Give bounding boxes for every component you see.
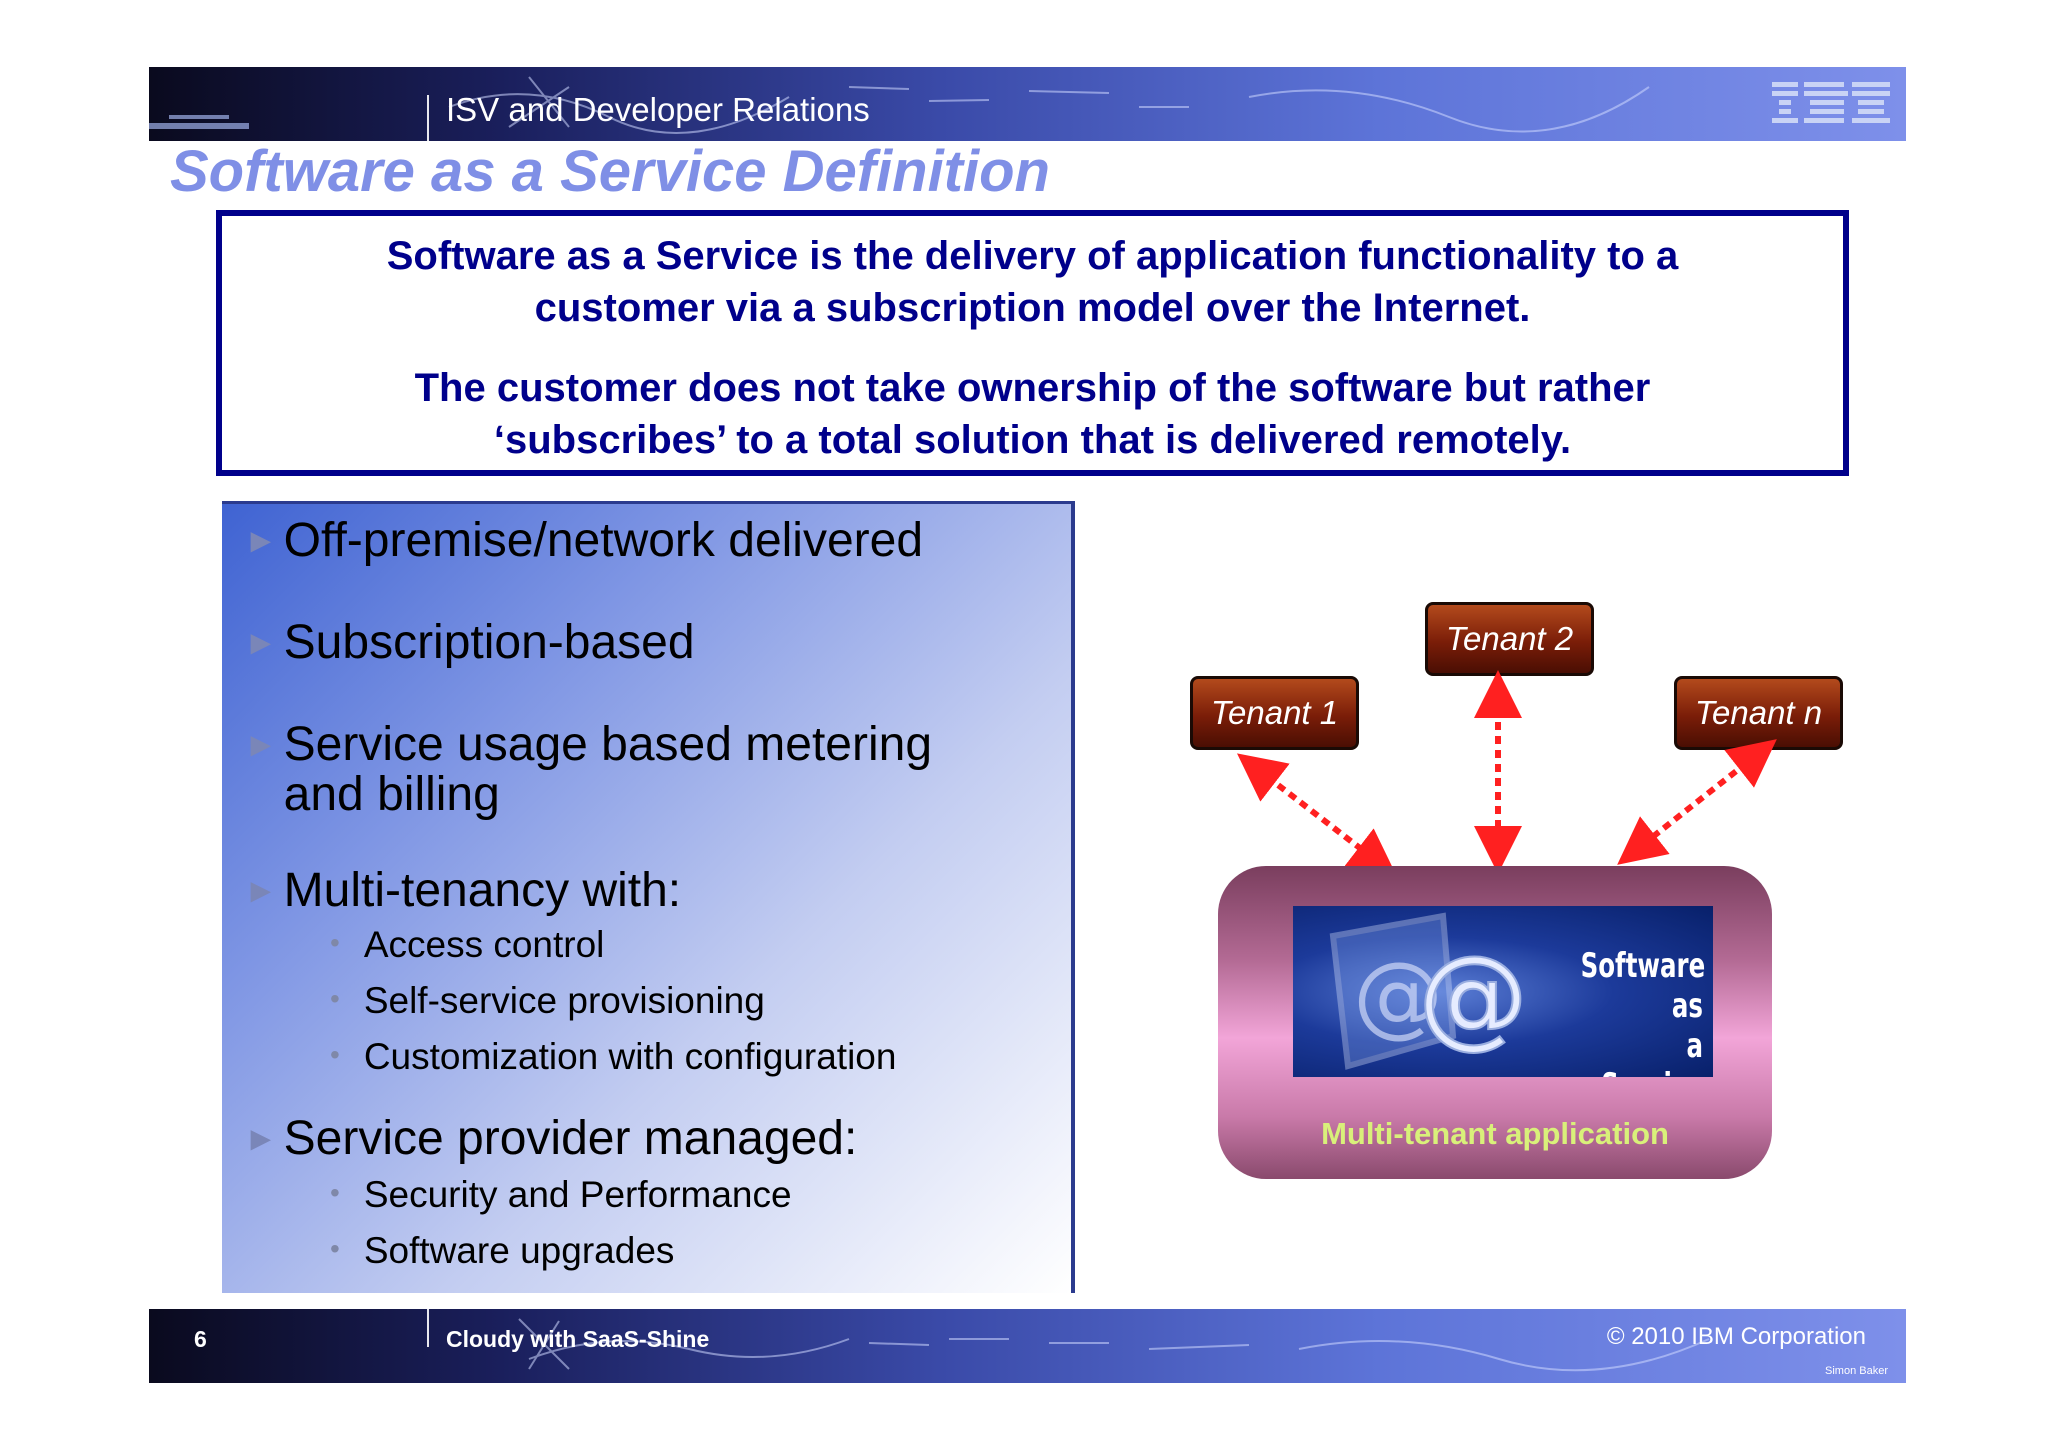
page-number: 6 (194, 1326, 207, 1352)
tenant-n-arrow (1617, 739, 1777, 865)
definition-line-2: customer via a subscription model over t… (534, 286, 1531, 330)
triangle-bullet-icon: ► (244, 726, 278, 764)
bullet-panel: ►Off-premise/network delivered ►Subscrip… (222, 501, 1075, 1293)
dot-bullet-icon: • (330, 927, 340, 958)
sub-bullet-item: •Security and Performance (330, 1174, 792, 1215)
triangle-bullet-icon: ► (244, 624, 278, 662)
bullet-item: ►Off-premise/network delivered (244, 514, 924, 567)
author: Simon Baker (1825, 1365, 1888, 1377)
saas-image-text: Software as a Service (1580, 946, 1706, 1077)
header-band: ISV and Developer Relations (149, 67, 1906, 141)
svg-text:@: @ (1418, 932, 1528, 1060)
bullet-item: ►Service usage based metering and billin… (244, 718, 933, 821)
header-divider (427, 95, 429, 141)
header-decoration (149, 76, 1650, 134)
dot-bullet-icon: • (330, 1233, 340, 1264)
sub-bullet-item: •Self-service provisioning (330, 980, 765, 1021)
definition-line-1: Software as a Service is the delivery of… (386, 234, 1679, 278)
definition-line-4: ‘subscribes’ to a total solution that is… (493, 418, 1572, 462)
footer-title: Cloudy with SaaS-Shine (446, 1326, 710, 1352)
sub-bullet-item: •Software upgrades (330, 1230, 675, 1271)
footer-band: 6 Cloudy with SaaS-Shine © 2010 IBM Corp… (149, 1309, 1906, 1383)
definition-line-3: The customer does not take ownership of … (414, 366, 1651, 410)
dot-bullet-icon: • (330, 1039, 340, 1070)
multi-tenant-application-box: @ @ Software as a Service Multi-tenant a… (1218, 866, 1772, 1179)
bullet-item: ►Service provider managed: (244, 1112, 858, 1165)
footer-decoration (518, 1318, 1710, 1372)
sub-bullet-item: •Access control (330, 924, 605, 965)
triangle-bullet-icon: ► (244, 872, 278, 910)
triangle-bullet-icon: ► (244, 522, 278, 560)
ibm-logo (1772, 82, 1890, 123)
tenant-1-arrow (1236, 753, 1398, 877)
sub-bullet-item: •Customization with configuration (330, 1036, 897, 1077)
at-sign-icon: @ @ (1329, 912, 1529, 1070)
header-title: ISV and Developer Relations (446, 91, 870, 128)
copyright: © 2010 IBM Corporation (1606, 1323, 1866, 1350)
triangle-bullet-icon: ► (244, 1120, 278, 1158)
definition-box: Software as a Service is the delivery of… (216, 210, 1849, 476)
bullet-item: ►Multi-tenancy with: (244, 864, 682, 917)
tenant-2-box: Tenant 2 (1425, 602, 1594, 676)
app-label: Multi-tenant application (1321, 1116, 1669, 1151)
svg-text:@: @ (1353, 943, 1443, 1048)
bullet-item: ►Subscription-based (244, 616, 695, 669)
dot-bullet-icon: • (330, 983, 340, 1014)
saas-image: @ @ Software as a Service (1293, 906, 1713, 1077)
slide-title: Software as a Service Definition (170, 139, 1050, 204)
dot-bullet-icon: • (330, 1177, 340, 1208)
tenant-1-box: Tenant 1 (1190, 676, 1359, 750)
footer-divider (427, 1309, 429, 1347)
